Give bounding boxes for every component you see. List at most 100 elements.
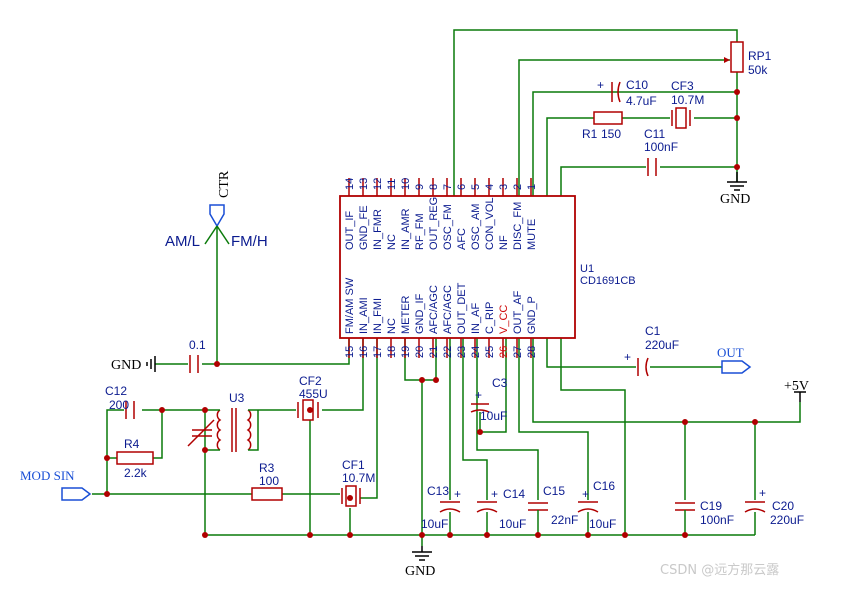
out-port: OUT xyxy=(717,345,752,374)
pin-number-16: 16 xyxy=(358,346,370,358)
pin-number-18: 18 xyxy=(386,346,398,358)
c14-value: 10uF xyxy=(499,517,526,531)
svg-text:+: + xyxy=(491,487,498,501)
c10-ref: C10 xyxy=(626,78,648,92)
ground-symbol-left: GND xyxy=(111,356,156,373)
c11-capacitor: C11 100nF xyxy=(644,127,678,176)
c10-value: 4.7uF xyxy=(626,94,657,108)
pin-number-13: 13 xyxy=(358,178,370,190)
pin-label-28: GND_P xyxy=(526,296,538,334)
cf2-ref: CF2 xyxy=(299,374,322,388)
svg-text:+: + xyxy=(454,487,461,501)
pin-label-2: DISC_FM xyxy=(512,202,524,250)
c13-value: 10uF xyxy=(421,517,448,531)
pin-number-7: 7 xyxy=(442,184,454,190)
pin-label-14: OUT_IF xyxy=(344,211,356,250)
chip-pin-labels-top: 14OUT_IF13GND_FE12IN_FMR11NC10IN_AMR9RF_… xyxy=(344,178,538,250)
ground-symbol-top: GND xyxy=(720,172,750,207)
c1-value: 220uF xyxy=(645,338,679,352)
pin-label-15: FM/AM SW xyxy=(344,277,356,334)
c20-ref: C20 xyxy=(772,499,794,513)
pin-label-19: METER xyxy=(400,295,412,334)
c11-ref: C11 xyxy=(644,127,665,141)
pin-number-14: 14 xyxy=(344,178,356,190)
watermark: CSDN @远方那云露 xyxy=(660,562,779,578)
pin-label-21: AFC/AGC xyxy=(428,285,440,334)
c16-capacitor: + C16 10uF xyxy=(577,479,616,531)
c16-ref: C16 xyxy=(593,479,615,493)
pin-label-12: IN_FMR xyxy=(372,209,384,250)
c19-ref: C19 xyxy=(700,499,722,513)
mod-sin-label: MOD SIN xyxy=(20,468,75,483)
pin-label-8: OUT_REG xyxy=(428,197,440,250)
pin-label-4: CON_VOL xyxy=(484,197,496,250)
pin-number-15: 15 xyxy=(344,346,356,358)
pin-label-18: NC xyxy=(386,318,398,334)
c19-capacitor: C19 100nF xyxy=(675,499,734,527)
cf3-ceramic-filter: CF3 10.7M xyxy=(671,79,704,129)
c15-value: 22nF xyxy=(551,513,578,527)
chip-pin-stubs xyxy=(348,178,532,358)
mod-sin-port: MOD SIN xyxy=(20,468,92,501)
cf3-value: 10.7M xyxy=(671,93,704,107)
pin-label-24: IN_AF xyxy=(470,303,482,334)
c12-ref: C12 xyxy=(105,384,127,398)
c12-value: 200 xyxy=(109,398,129,412)
pin-label-10: IN_AMR xyxy=(400,208,412,250)
r1-ref: R1 xyxy=(582,127,598,141)
ctr-label: CTR xyxy=(217,170,232,198)
r4-value: 2.2k xyxy=(124,466,148,480)
pin-label-1: MUTE xyxy=(526,219,538,250)
c1-ref: C1 xyxy=(645,324,661,338)
c13-capacitor: + C13 10uF xyxy=(421,484,461,531)
pin-number-20: 20 xyxy=(414,346,426,358)
c14-ref: C14 xyxy=(503,487,525,501)
c16-value: 10uF xyxy=(589,517,616,531)
pin-number-8: 8 xyxy=(428,184,440,190)
cf2-ceramic-filter: CF2 455U xyxy=(297,374,328,421)
rp1-ref: RP1 xyxy=(748,49,772,63)
chip-part: CD1691CB xyxy=(580,275,636,287)
gnd-bottom-label: GND xyxy=(405,564,435,579)
pin-number-10: 10 xyxy=(400,178,412,190)
pin-label-22: AFC/AGC xyxy=(442,285,454,334)
ctr-switch: CTR AM/L FM/H xyxy=(165,170,268,250)
pin-number-28: 28 xyxy=(526,346,538,358)
gnd-left-label: GND xyxy=(111,358,141,373)
pin-label-3: NF xyxy=(498,235,510,250)
cf1-ceramic-filter: CF1 10.7M xyxy=(341,458,375,507)
svg-text:+: + xyxy=(597,78,604,92)
pin-number-17: 17 xyxy=(372,346,384,358)
c1-capacitor: + C1 220uF xyxy=(624,324,679,377)
c3-ref: C3 xyxy=(492,376,508,390)
c10-capacitor: + C10 4.7uF xyxy=(597,78,657,108)
pin-number-5: 5 xyxy=(470,184,482,190)
svg-text:+: + xyxy=(475,388,482,402)
pin-number-24: 24 xyxy=(470,346,482,358)
pin-label-25: C_RIP xyxy=(484,302,496,334)
pin-label-11: NC xyxy=(386,234,398,250)
svg-text:+: + xyxy=(582,487,589,501)
chip-ref: U1 xyxy=(580,263,594,275)
c15-ref: C15 xyxy=(543,484,565,498)
pin-number-26: 26 xyxy=(498,346,510,358)
r4-ref: R4 xyxy=(124,437,140,451)
svg-text:+: + xyxy=(624,350,631,364)
r4-resistor: R4 2.2k xyxy=(116,437,154,480)
r3-ref: R3 xyxy=(259,461,275,475)
pin-label-23: OUT_DET xyxy=(456,282,468,334)
pin-number-19: 19 xyxy=(400,346,412,358)
c12-capacitor: C12 200 xyxy=(105,384,135,419)
pin-label-13: GND_FE xyxy=(358,205,370,250)
c15-capacitor: C15 22nF xyxy=(528,484,578,527)
pin-number-25: 25 xyxy=(484,346,496,358)
c3-capacitor: + C3 10uF xyxy=(470,376,508,423)
svg-text:+: + xyxy=(759,486,766,500)
c11-value: 100nF xyxy=(644,140,678,154)
r1-resistor: R1 150 xyxy=(582,111,623,141)
junction-dots xyxy=(104,89,758,538)
pin-label-20: GND_IF xyxy=(414,293,426,334)
ground-symbol-bottom: GND xyxy=(405,546,435,579)
